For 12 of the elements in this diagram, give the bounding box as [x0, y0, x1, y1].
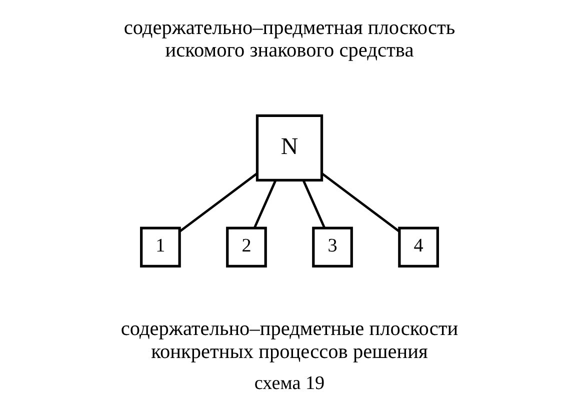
node-box: N — [256, 114, 324, 182]
connector — [179, 172, 258, 232]
connector — [253, 180, 277, 228]
caption: схема 19 — [254, 373, 325, 394]
connector — [302, 180, 326, 228]
node-box: 4 — [398, 226, 439, 268]
node-label: содержательно–предметная плоскость искомого знакового средства — [124, 16, 456, 62]
node-box: 1 — [140, 226, 181, 268]
label: содержательно–предметные плоскости конкретных процессов решения — [120, 318, 458, 363]
node-box: 2 — [226, 226, 267, 268]
connector — [321, 172, 400, 232]
node-box: 3 — [312, 226, 353, 268]
